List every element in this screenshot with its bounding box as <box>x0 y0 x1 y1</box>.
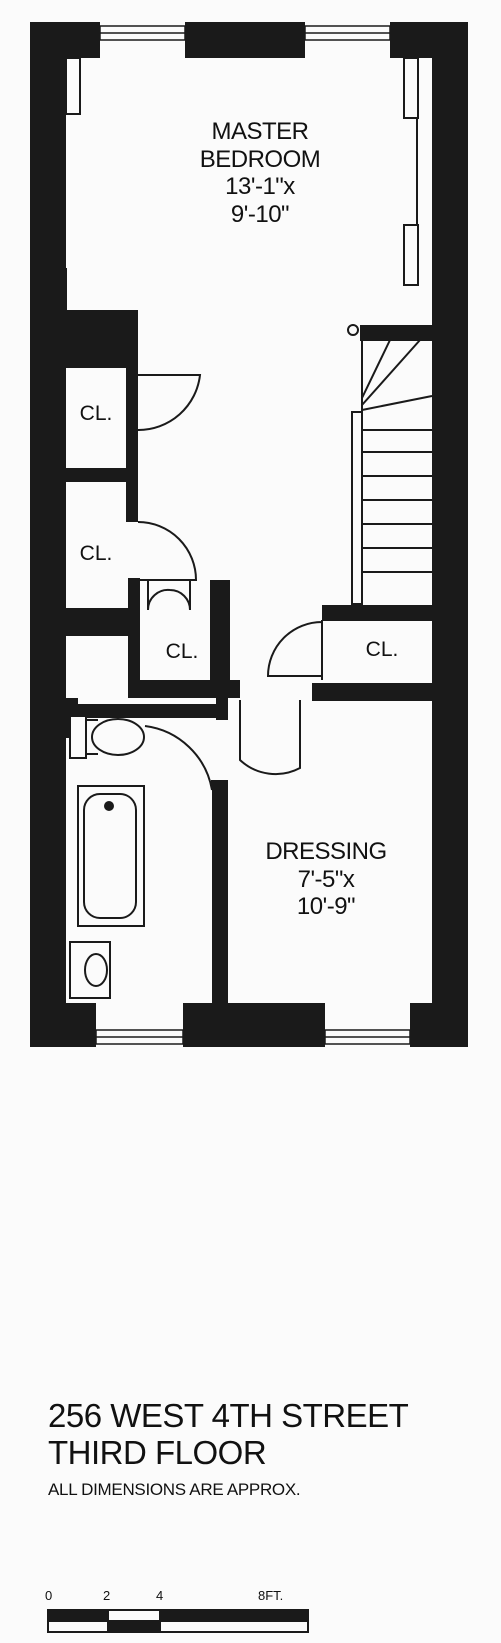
exterior-walls <box>30 22 468 1047</box>
master-dim-2: 9'-10" <box>230 200 290 228</box>
scale-tick-2: 2 <box>103 1588 111 1603</box>
title-block: 256 WEST 4TH STREET THIRD FLOOR ALL DIME… <box>48 1397 488 1500</box>
windows <box>95 25 411 1045</box>
dressing-dim-2: 10'-9" <box>296 893 356 921</box>
stairs <box>347 324 433 605</box>
closet-label-4: CL. <box>365 638 399 661</box>
closet-label-2: CL. <box>79 542 113 565</box>
dressing-name: DRESSING <box>265 838 387 865</box>
door-swings <box>137 374 323 791</box>
toilet-tank <box>69 715 87 759</box>
interior-walls <box>66 310 432 1003</box>
toilet-bowl <box>91 718 145 756</box>
dimensions-note: ALL DIMENSIONS ARE APPROX. <box>48 1479 301 1499</box>
scale-tick-4: 4 <box>156 1588 164 1603</box>
master-dim-1: 13'-1"x <box>225 173 295 201</box>
scale-tick-0: 0 <box>45 1588 53 1603</box>
master-name-1: MASTER <box>211 118 309 145</box>
dressing-label: DRESSING 7'-5"x 10'-9" <box>236 838 416 921</box>
scale-bar <box>47 1609 309 1633</box>
scale-tick-8: 8FT. <box>258 1588 284 1603</box>
bath-fixtures <box>69 715 145 999</box>
closet-label-3: CL. <box>165 640 199 663</box>
address-title: 256 WEST 4TH STREET <box>48 1397 409 1434</box>
dressing-dim-1: 7'-5"x <box>297 865 355 893</box>
closet-label-1: CL. <box>79 402 113 425</box>
master-bedroom-label: MASTER BEDROOM 13'-1"x 9'-10" <box>170 118 350 228</box>
master-name-2: BEDROOM <box>199 145 321 173</box>
floor-title: THIRD FLOOR <box>48 1433 267 1471</box>
